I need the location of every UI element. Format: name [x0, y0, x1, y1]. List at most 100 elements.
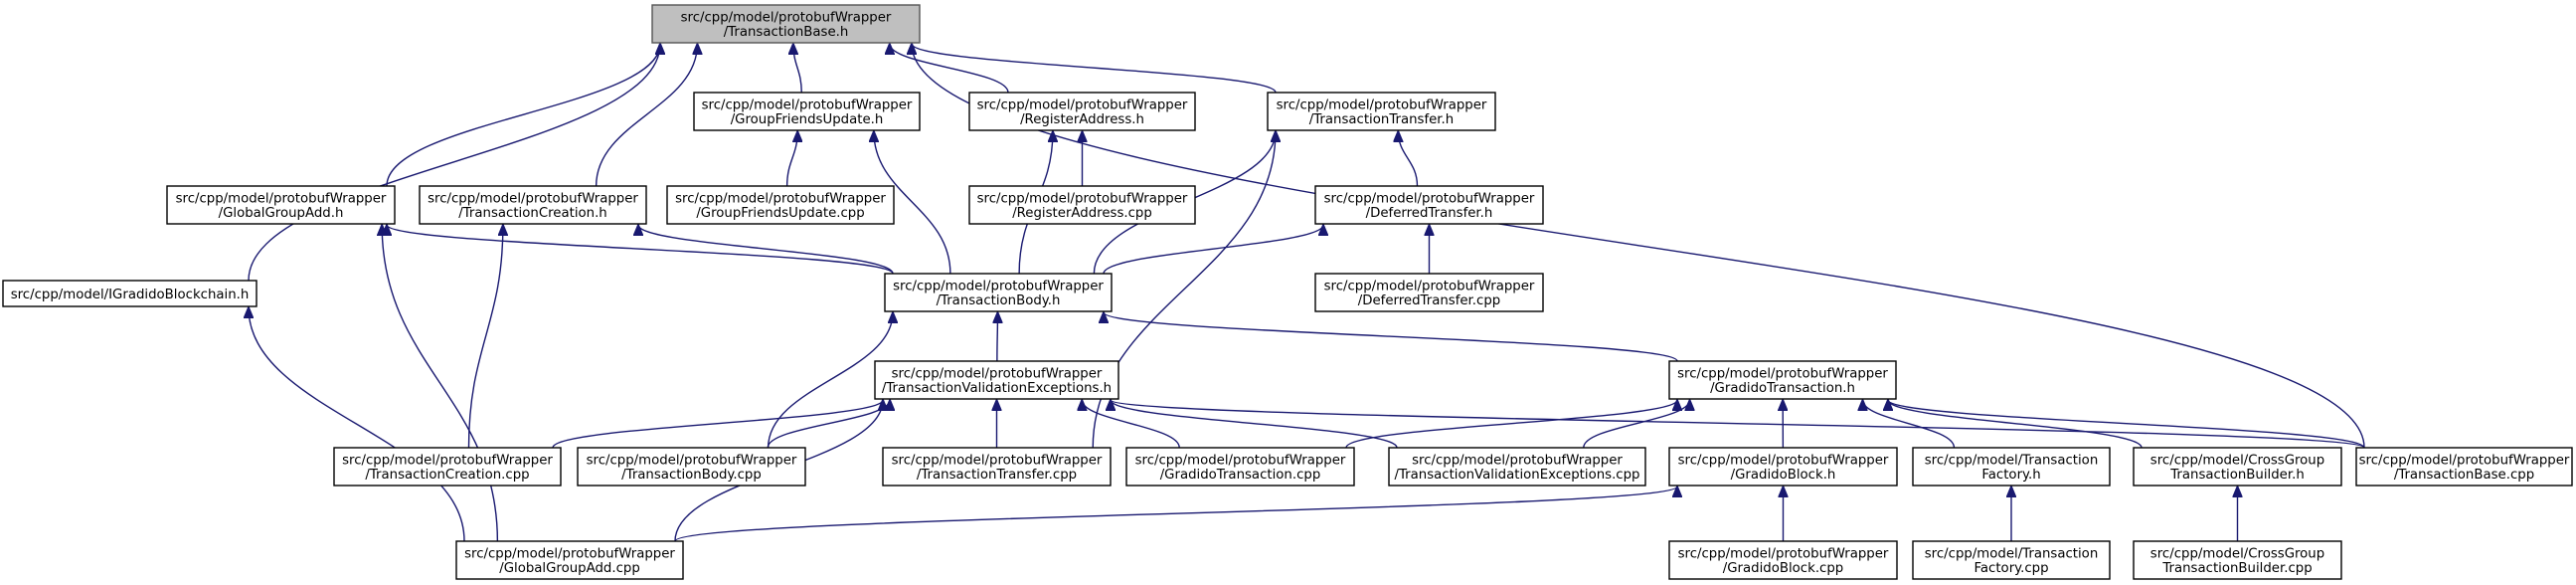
- node-label-line: /TransactionCreation.cpp: [365, 468, 529, 483]
- node-label-line: src/cpp/model/protobufWrapper: [2359, 454, 2570, 469]
- edge-transaction-creation-cpp-includes-transaction-creation-h: [467, 225, 503, 449]
- node-label-line: /TransactionValidationExceptions.h: [882, 381, 1112, 396]
- node-register-address-cpp[interactable]: src/cpp/model/protobufWrapper/RegisterAd…: [968, 185, 1196, 225]
- node-label-line: TransactionBuilder.cpp: [2161, 561, 2312, 576]
- node-label-line: src/cpp/model/protobufWrapper: [1412, 454, 1623, 469]
- edge-deferred-transfer-h-includes-transaction-transfer-h: [1398, 131, 1419, 187]
- node-label-line: src/cpp/model/protobufWrapper: [675, 192, 886, 207]
- node-box: [1314, 273, 1544, 312]
- edge-register-address-h-includes-transaction-base-h: [890, 44, 1009, 94]
- node-global-group-add-cpp[interactable]: src/cpp/model/protobufWrapper/GlobalGrou…: [455, 540, 684, 580]
- node-label-line: /GradidoTransaction.cpp: [1160, 468, 1321, 483]
- node-box: [2133, 447, 2342, 487]
- edge-gradido-transaction-cpp-includes-transaction-validation-exceptions-h: [1082, 400, 1180, 449]
- node-transaction-creation-h[interactable]: src/cpp/model/protobufWrapper/Transactio…: [419, 185, 647, 225]
- node-box: [333, 447, 562, 487]
- node-box: [2355, 447, 2573, 487]
- node-cross-group-transaction-builder-h[interactable]: src/cpp/model/CrossGroupTransactionBuild…: [2133, 447, 2342, 487]
- node-box: [1125, 447, 1355, 487]
- node-box: [1267, 92, 1496, 131]
- edge-transaction-factory-h-includes-gradido-transaction-h: [1863, 400, 1956, 449]
- edge-global-group-add-cpp-includes-global-group-add-h: [382, 225, 499, 542]
- node-box: [419, 185, 647, 225]
- node-group-friends-update-h[interactable]: src/cpp/model/protobufWrapper/GroupFrien…: [693, 92, 921, 131]
- edge-igradido-blockchain-h-includes-transaction-base-h: [248, 44, 660, 282]
- edge-group-friends-update-h-includes-transaction-base-h: [793, 44, 802, 94]
- node-transaction-body-cpp[interactable]: src/cpp/model/protobufWrapper/Transactio…: [577, 447, 806, 487]
- node-label-line: /TransactionTransfer.h: [1309, 112, 1454, 127]
- node-label-line: Factory.cpp: [1974, 561, 2048, 576]
- node-gradido-block-h[interactable]: src/cpp/model/protobufWrapper/GradidoBlo…: [1668, 447, 1898, 487]
- node-label-line: /DeferredTransfer.h: [1366, 206, 1493, 221]
- node-cross-group-transaction-builder-cpp[interactable]: src/cpp/model/CrossGroupTransactionBuild…: [2133, 540, 2342, 580]
- node-transaction-validation-exceptions-h[interactable]: src/cpp/model/protobufWrapper/Transactio…: [874, 360, 1119, 400]
- edge-transaction-base-cpp-includes-gradido-transaction-h: [1888, 400, 2365, 449]
- node-box: [968, 185, 1196, 225]
- edge-transaction-validation-exceptions-cpp-includes-transaction-validation-exceptions-h: [1111, 400, 1398, 449]
- edge-group-friends-update-cpp-includes-group-friends-update-h: [785, 131, 798, 187]
- node-transaction-validation-exceptions-cpp[interactable]: src/cpp/model/protobufWrapper/Transactio…: [1388, 447, 1646, 487]
- node-gradido-block-cpp[interactable]: src/cpp/model/protobufWrapper/GradidoBlo…: [1668, 540, 1898, 580]
- edge-transaction-body-h-includes-deferred-transfer-h: [1103, 225, 1323, 275]
- node-box: [666, 185, 895, 225]
- node-label-line: src/cpp/model/protobufWrapper: [893, 280, 1104, 294]
- node-global-group-add-h[interactable]: src/cpp/model/protobufWrapper/GlobalGrou…: [166, 185, 396, 225]
- node-gradido-transaction-cpp[interactable]: src/cpp/model/protobufWrapper/GradidoTra…: [1125, 447, 1355, 487]
- node-box: [2133, 540, 2342, 580]
- node-label-line: src/cpp/model/protobufWrapper: [892, 454, 1103, 469]
- node-box: [874, 360, 1119, 400]
- node-label-line: /GroupFriendsUpdate.cpp: [696, 206, 864, 221]
- edge-transaction-validation-exceptions-h-includes-transaction-body-h: [997, 312, 998, 362]
- node-label-line: src/cpp/model/protobufWrapper: [1277, 98, 1487, 113]
- node-box: [1912, 540, 2111, 580]
- node-transaction-transfer-cpp[interactable]: src/cpp/model/protobufWrapper/Transactio…: [882, 447, 1112, 487]
- node-transaction-transfer-h[interactable]: src/cpp/model/protobufWrapper/Transactio…: [1267, 92, 1496, 131]
- node-label-line: src/cpp/model/protobufWrapper: [464, 547, 675, 562]
- node-deferred-transfer-cpp[interactable]: src/cpp/model/protobufWrapper/DeferredTr…: [1314, 273, 1544, 312]
- node-label-line: src/cpp/model/protobufWrapper: [681, 11, 892, 26]
- node-label-line: /TransactionBody.cpp: [621, 468, 762, 483]
- node-box: [2, 280, 258, 307]
- node-label-line: src/cpp/model/CrossGroup: [2150, 547, 2324, 562]
- node-igradido-blockchain-h[interactable]: src/cpp/model/IGradidoBlockchain.h: [2, 280, 258, 307]
- node-label-line: /GlobalGroupAdd.h: [219, 206, 344, 221]
- node-label-line: src/cpp/model/protobufWrapper: [977, 192, 1188, 207]
- node-label-line: src/cpp/model/protobufWrapper: [428, 192, 638, 207]
- edge-gradido-transaction-h-includes-transaction-body-h: [1104, 312, 1678, 362]
- node-label-line: /DeferredTransfer.cpp: [1358, 293, 1500, 308]
- node-label-line: src/cpp/model/protobufWrapper: [1324, 192, 1535, 207]
- node-label-line: src/cpp/model/protobufWrapper: [342, 454, 553, 469]
- node-label-line: /TransactionBase.h: [724, 25, 849, 40]
- node-label-line: /RegisterAddress.h: [1020, 112, 1144, 127]
- node-label-line: /GradidoBlock.cpp: [1723, 561, 1844, 576]
- node-label-line: src/cpp/model/protobufWrapper: [702, 98, 913, 113]
- node-label-line: src/cpp/model/protobufWrapper: [176, 192, 387, 207]
- edge-transaction-transfer-h-includes-transaction-base-h: [912, 44, 1277, 94]
- node-label-line: /GlobalGroupAdd.cpp: [499, 561, 640, 576]
- node-label-line: /TransactionBody.h: [937, 293, 1061, 308]
- edge-transaction-body-h-includes-global-group-add-h: [387, 225, 894, 275]
- node-box: [1388, 447, 1646, 487]
- node-deferred-transfer-h[interactable]: src/cpp/model/protobufWrapper/DeferredTr…: [1314, 185, 1544, 225]
- node-transaction-base-h[interactable]: src/cpp/model/protobufWrapper/Transactio…: [651, 4, 921, 44]
- node-box: [1668, 540, 1898, 580]
- edge-transaction-base-cpp-includes-transaction-validation-exceptions-h: [1111, 400, 2365, 449]
- node-label-line: /GradidoTransaction.h: [1710, 381, 1855, 396]
- node-group-friends-update-cpp[interactable]: src/cpp/model/protobufWrapper/GroupFrien…: [666, 185, 895, 225]
- node-box: [651, 4, 921, 44]
- edge-transaction-transfer-cpp-includes-transaction-transfer-h: [1092, 131, 1276, 449]
- node-label-line: /TransactionCreation.h: [458, 206, 606, 221]
- node-transaction-creation-cpp[interactable]: src/cpp/model/protobufWrapper/Transactio…: [333, 447, 562, 487]
- node-gradido-transaction-h[interactable]: src/cpp/model/protobufWrapper/GradidoTra…: [1668, 360, 1897, 400]
- node-box: [882, 447, 1112, 487]
- node-transaction-body-h[interactable]: src/cpp/model/protobufWrapper/Transactio…: [884, 273, 1113, 312]
- edge-transaction-validation-exceptions-cpp-includes-gradido-transaction-h: [1583, 400, 1690, 449]
- node-transaction-base-cpp[interactable]: src/cpp/model/protobufWrapper/Transactio…: [2355, 447, 2573, 487]
- node-label-line: TransactionBuilder.h: [2169, 468, 2305, 483]
- node-label-line: /GradidoBlock.h: [1731, 468, 1836, 483]
- node-label-line: src/cpp/model/CrossGroup: [2150, 454, 2324, 469]
- node-register-address-h[interactable]: src/cpp/model/protobufWrapper/RegisterAd…: [968, 92, 1196, 131]
- node-box: [1314, 185, 1544, 225]
